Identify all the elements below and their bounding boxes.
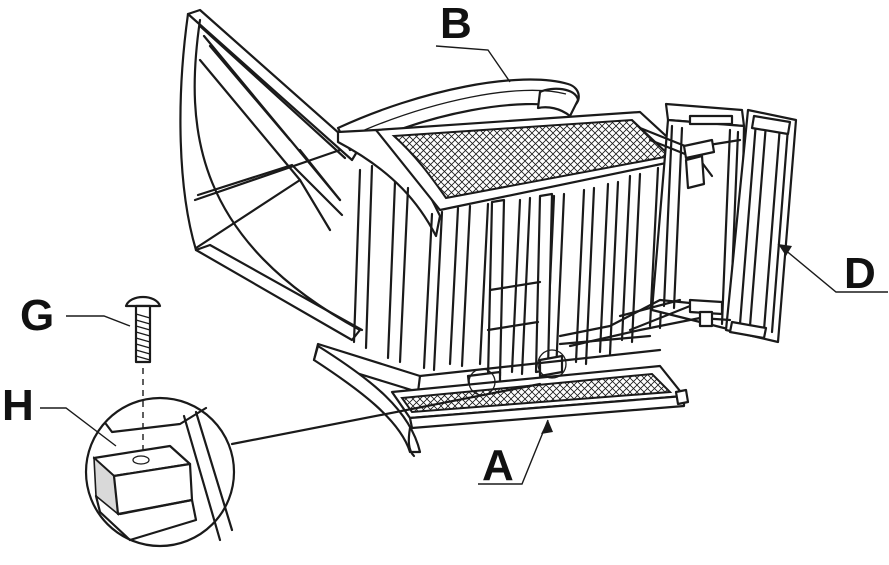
footrest-d [650, 102, 798, 344]
seat-top-panel [336, 110, 692, 238]
leader-lines [40, 45, 888, 485]
base-rocker-a [312, 334, 690, 458]
leader-d [777, 243, 888, 293]
callout-a: A [482, 441, 514, 490]
leader-g [66, 315, 131, 327]
callout-b: B [440, 0, 472, 48]
back-frame [179, 8, 364, 342]
footrest-linkage [558, 126, 742, 348]
leader-b [435, 45, 511, 83]
seat-slats [352, 164, 670, 376]
leader-h [40, 407, 117, 447]
front-posts [466, 192, 564, 394]
callout-d: D [844, 249, 876, 298]
leader-a [478, 419, 549, 485]
callout-g: G [20, 291, 54, 340]
callout-h: H [2, 381, 34, 430]
detail-magnifier [84, 382, 542, 548]
armrest-b [336, 78, 580, 152]
bolt-g [124, 295, 162, 452]
